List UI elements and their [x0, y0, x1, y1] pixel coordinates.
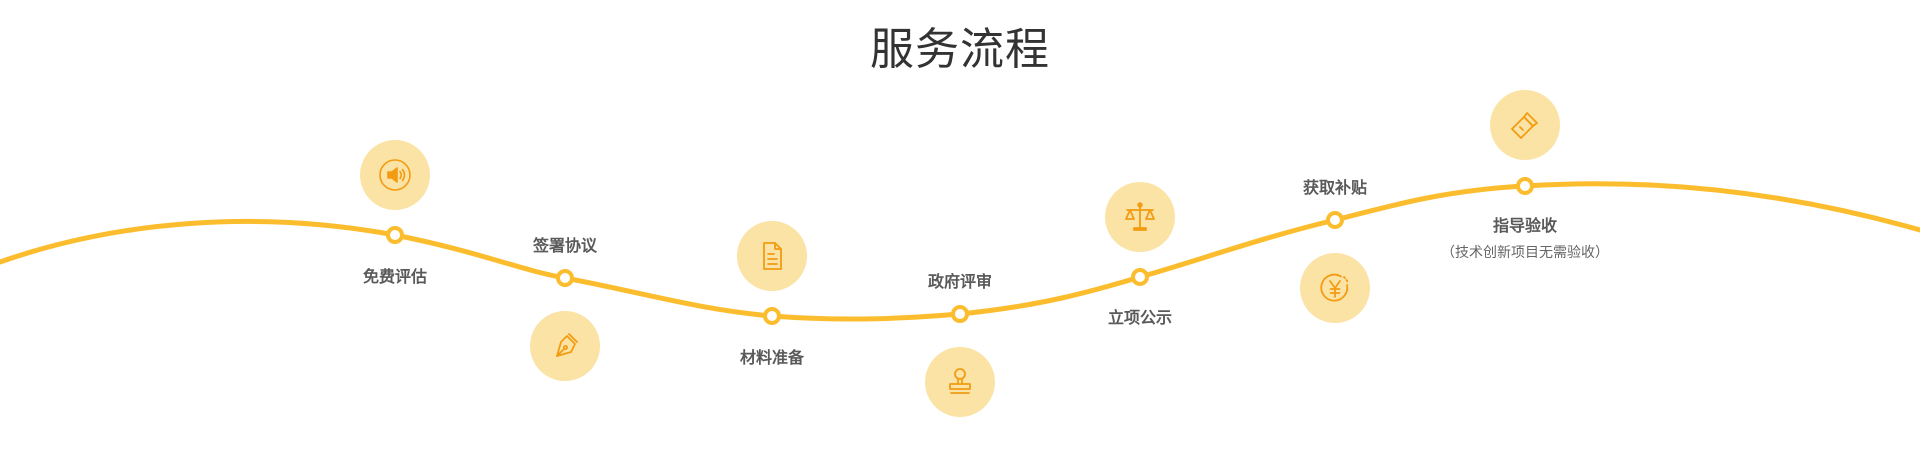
step-6-icon-badge[interactable]: [1300, 253, 1370, 323]
step-2-icon-badge[interactable]: [530, 311, 600, 381]
step-node-1: [386, 226, 404, 244]
step-node-7: [1516, 177, 1534, 195]
step-7-label: 指导验收: [1492, 216, 1557, 235]
step-node-6: [1326, 211, 1344, 229]
step-4-label: 政府评审: [927, 272, 992, 291]
scales-icon: [1125, 202, 1155, 231]
step-3-label: 材料准备: [739, 348, 804, 367]
step-1-label: 免费评估: [362, 267, 427, 286]
flashlight-icon: [1511, 112, 1538, 139]
step-7-icon-badge[interactable]: [1490, 90, 1560, 160]
step-7-note: （技术创新项目无需验收）: [1441, 245, 1609, 261]
step-node-2: [556, 269, 574, 287]
step-5-icon-badge[interactable]: [1105, 182, 1175, 252]
speaker-icon: [379, 159, 411, 191]
step-2-label: 签署协议: [532, 236, 597, 255]
document-icon: [763, 242, 782, 270]
step-node-4: [951, 305, 969, 323]
step-1-icon-badge[interactable]: [360, 140, 430, 210]
step-node-3: [763, 307, 781, 325]
step-5-label: 立项公示: [1107, 308, 1172, 327]
stamp-icon: [949, 368, 971, 394]
step-6-label: 获取补贴: [1302, 178, 1367, 197]
step-3-icon-badge[interactable]: [737, 221, 807, 291]
section-title: 服务流程: [870, 24, 1050, 75]
yen-coin-icon: [1320, 273, 1349, 302]
step-4-icon-badge[interactable]: [925, 347, 995, 417]
pen-nib-icon: [556, 333, 578, 357]
step-node-5: [1131, 268, 1149, 286]
